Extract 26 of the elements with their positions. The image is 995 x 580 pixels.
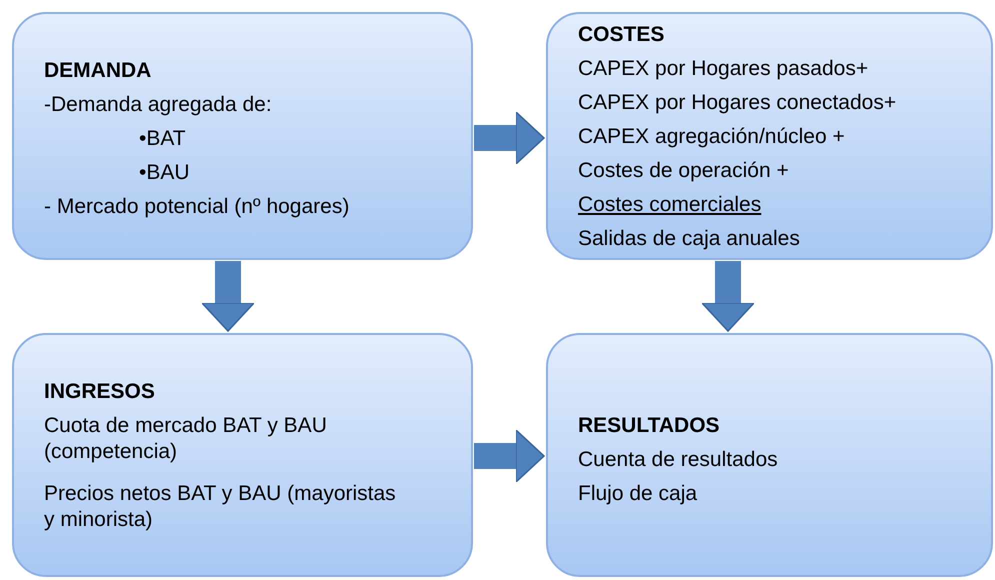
block-arrow (474, 429, 545, 483)
rounded-box (546, 333, 993, 577)
box-heading: RESULTADOS (578, 413, 720, 439)
box-heading: DEMANDA (44, 58, 152, 84)
box-text: Salidas de caja anuales (578, 226, 800, 252)
block-arrow (701, 261, 755, 332)
box-text: - Mercado potencial (nº hogares) (44, 194, 350, 220)
box-text: Costes comerciales (578, 192, 762, 218)
box-text: Flujo de caja (578, 481, 698, 507)
block-arrow (201, 261, 255, 332)
box-text: •BAU (139, 160, 190, 186)
box-heading: COSTES (578, 22, 664, 48)
box-text: Precios netos BAT y BAU (mayoristas y minorista) (44, 481, 397, 533)
box-text: Cuota de mercado BAT y BAU (competencia) (44, 413, 328, 465)
rounded-box (546, 12, 993, 260)
box-text: -Demanda agregada de: (44, 92, 272, 118)
box-text: Costes de operación + (578, 158, 789, 184)
rounded-box (12, 333, 473, 577)
block-arrow (474, 111, 545, 165)
box-text: CAPEX por Hogares pasados+ (578, 56, 868, 82)
box-text: •BAT (139, 126, 186, 152)
box-text: CAPEX agregación/núcleo + (578, 124, 845, 150)
box-text: Cuenta de resultados (578, 447, 778, 473)
box-heading: INGRESOS (44, 379, 155, 405)
box-text: CAPEX por Hogares conectados+ (578, 90, 896, 116)
rounded-box (12, 12, 473, 260)
